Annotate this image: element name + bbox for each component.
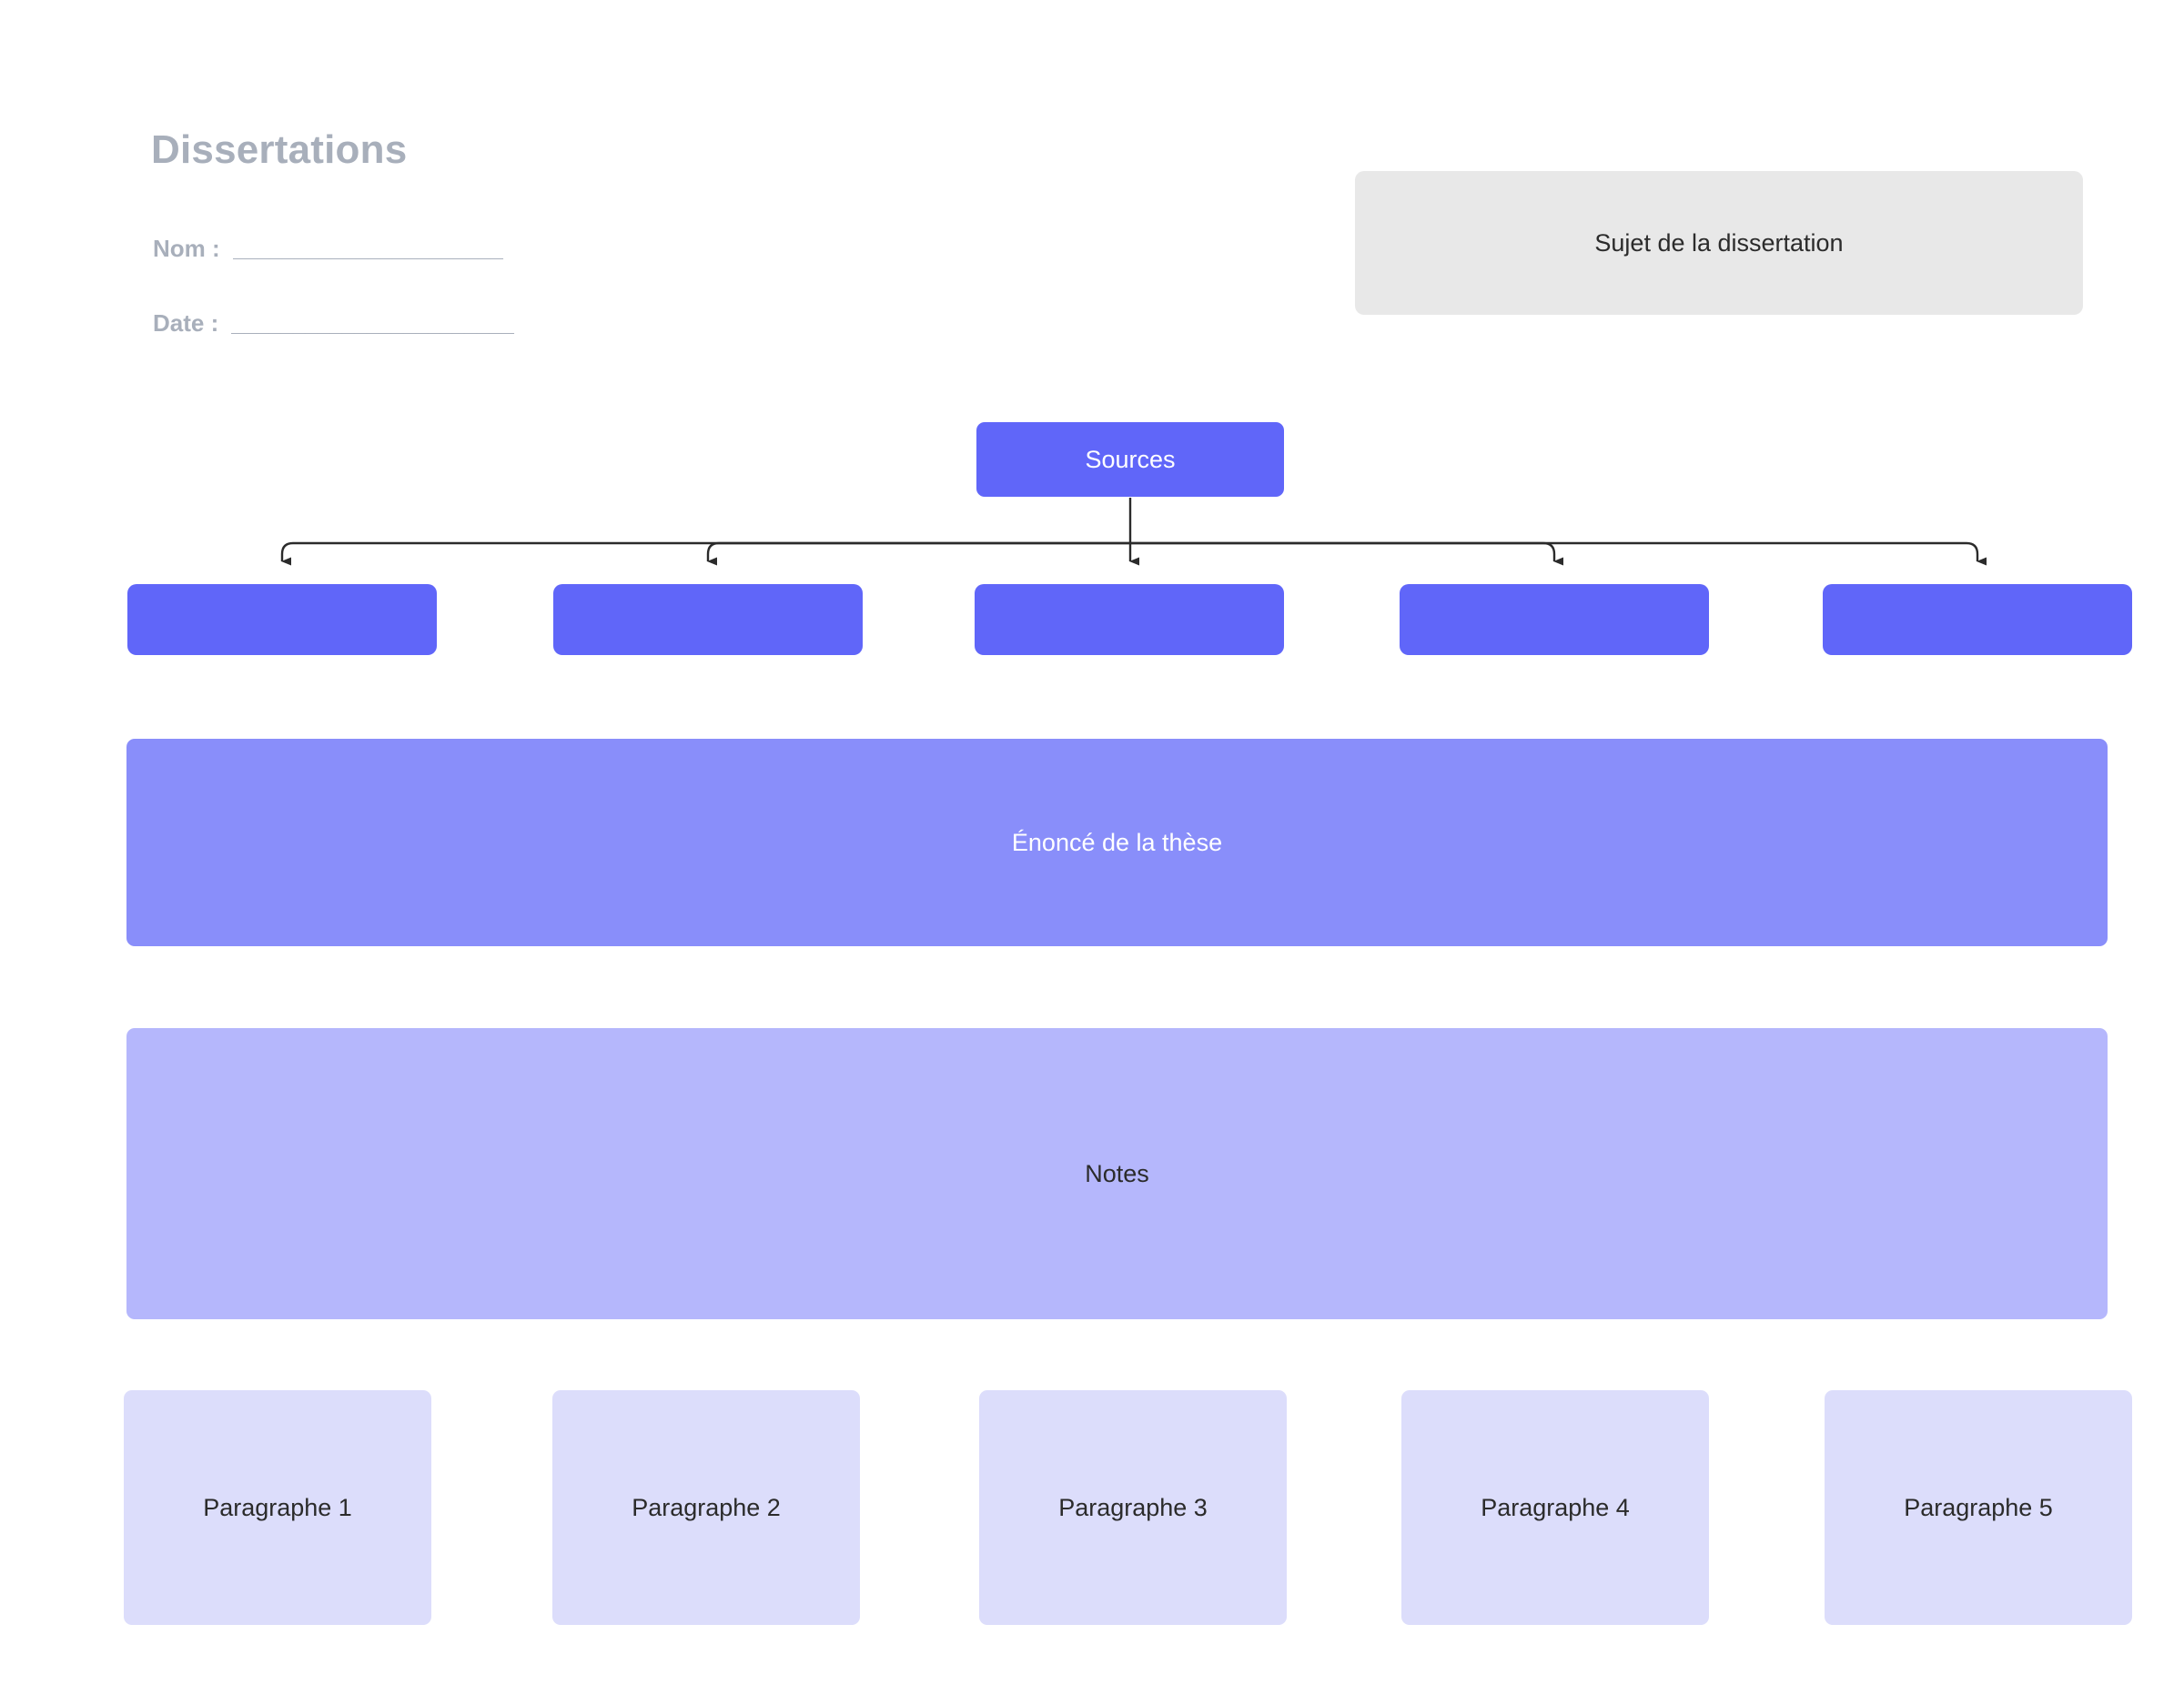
paragraph-card-1-label: Paragraphe 1 [203,1493,352,1521]
source-box-5[interactable] [1823,584,2132,655]
paragraph-card-3-label: Paragraphe 3 [1058,1493,1208,1521]
sources-root-label: Sources [1085,445,1176,473]
paragraph-card-1[interactable]: Paragraphe 1 [124,1390,431,1625]
field-row-date: Date : _______________________ [153,309,593,338]
paragraph-card-4-label: Paragraphe 4 [1481,1493,1630,1521]
field-rule-date[interactable]: _______________________ [231,309,514,337]
sources-root-node[interactable]: Sources [976,422,1284,497]
dissertation-subject-label: Sujet de la dissertation [1594,228,1844,257]
field-rule-nom[interactable]: ______________________ [232,235,503,262]
source-box-1[interactable] [127,584,437,655]
field-row-nom: Nom : ______________________ [153,235,577,263]
source-box-3[interactable] [975,584,1284,655]
paragraph-card-4[interactable]: Paragraphe 4 [1401,1390,1709,1625]
paragraph-card-2-label: Paragraphe 2 [632,1493,781,1521]
notes-band[interactable]: Notes [126,1028,2108,1319]
thesis-statement-band[interactable]: Énoncé de la thèse [126,739,2108,946]
field-label-nom: Nom : [153,235,220,262]
paragraph-card-2[interactable]: Paragraphe 2 [552,1390,860,1625]
source-box-2[interactable] [553,584,863,655]
dissertation-subject-box[interactable]: Sujet de la dissertation [1355,171,2083,315]
notes-label: Notes [1085,1159,1149,1187]
paragraph-card-5[interactable]: Paragraphe 5 [1825,1390,2132,1625]
source-box-4[interactable] [1400,584,1709,655]
paragraph-card-3[interactable]: Paragraphe 3 [979,1390,1287,1625]
thesis-statement-label: Énoncé de la thèse [1011,828,1223,856]
paragraph-card-5-label: Paragraphe 5 [1904,1493,2053,1521]
page-title: Dissertations [151,127,408,172]
field-label-date: Date : [153,309,219,337]
